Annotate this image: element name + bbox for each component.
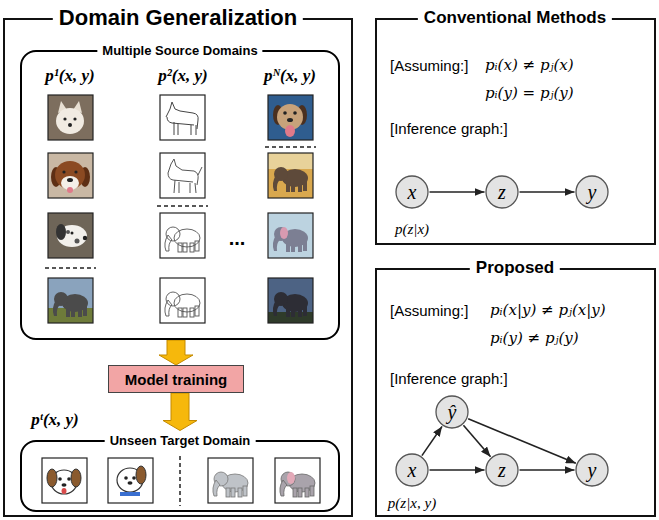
figure-panel: Domain Generalizationpᵗ(x, y)Multiple So… bbox=[3, 18, 353, 517]
class-separator bbox=[179, 456, 181, 506]
painting-image bbox=[268, 153, 313, 198]
variable-circle: x bbox=[395, 175, 429, 209]
domain-label: pᵗ(x, y) bbox=[31, 410, 79, 430]
graph-arrow bbox=[520, 469, 575, 471]
formula: p(z|x) bbox=[395, 221, 429, 238]
circle-shape bbox=[486, 176, 518, 208]
process-box: Model training bbox=[108, 365, 244, 393]
domain-label: pᴺ(x, y) bbox=[264, 66, 316, 86]
note-label: [Assuming:] bbox=[390, 57, 468, 74]
circle-shape bbox=[576, 176, 608, 208]
formula: pᵢ(x) ≠ pⱼ(x) bbox=[485, 56, 574, 74]
class-separator bbox=[265, 146, 316, 148]
formula: pᵢ(x|y) ≠ pⱼ(x|y) bbox=[490, 301, 606, 319]
sketch-image bbox=[160, 213, 205, 258]
target-domain-box: Unseen Target Domain bbox=[20, 440, 340, 512]
variable-circle: z bbox=[485, 175, 519, 209]
class-separator bbox=[45, 267, 96, 269]
circle-shape bbox=[486, 454, 518, 486]
variable-label: x bbox=[408, 459, 417, 482]
circle-shape bbox=[436, 396, 468, 428]
circle-shape bbox=[576, 454, 608, 486]
photo-image bbox=[48, 278, 93, 323]
painting-image bbox=[268, 95, 313, 140]
method-panel: Proposed[Assuming:]pᵢ(x|y) ≠ pⱼ(x|y)pᵢ(y… bbox=[375, 268, 656, 517]
cartoon-image bbox=[275, 458, 320, 503]
source-domains-box: Multiple Source Domainsp¹(x, y)p²(x, y)p… bbox=[20, 50, 340, 340]
cartoon-image bbox=[42, 458, 87, 503]
formula: pᵢ(y) ≠ pⱼ(y) bbox=[490, 329, 579, 347]
group-heading: Unseen Target Domain bbox=[105, 433, 256, 448]
note-label: [Inference graph:] bbox=[390, 120, 508, 137]
cartoon-image bbox=[108, 458, 153, 503]
flow-arrow bbox=[163, 393, 197, 431]
photo-image bbox=[48, 153, 93, 198]
ellipsis: ... bbox=[229, 227, 246, 250]
variable-label: ŷ bbox=[448, 401, 457, 424]
domain-label: p²(x, y) bbox=[158, 66, 207, 86]
graph-arrow bbox=[430, 469, 485, 471]
graph-arrow bbox=[422, 426, 442, 455]
note-label: [Assuming:] bbox=[390, 302, 468, 319]
panel-title: Proposed bbox=[470, 258, 560, 278]
graph-arrow bbox=[430, 191, 485, 193]
group-heading: Multiple Source Domains bbox=[97, 43, 262, 58]
cartoon-image bbox=[208, 458, 253, 503]
variable-circle: z bbox=[485, 453, 519, 487]
variable-label: z bbox=[498, 459, 506, 482]
painting-image bbox=[268, 278, 313, 323]
domain-label: p¹(x, y) bbox=[45, 66, 94, 86]
variable-label: x bbox=[408, 181, 417, 204]
step-label: Model training bbox=[125, 371, 228, 388]
flow-arrow bbox=[159, 340, 193, 365]
formula: pᵢ(y) = pⱼ(y) bbox=[485, 84, 574, 102]
sketch-image bbox=[160, 278, 205, 323]
panel-title: Domain Generalization bbox=[53, 5, 303, 31]
photo-image bbox=[48, 213, 93, 258]
formula: p(z|x, y) bbox=[388, 495, 436, 512]
graph-arrow bbox=[463, 425, 490, 456]
variable-circle: y bbox=[575, 453, 609, 487]
graph-arrow bbox=[468, 419, 576, 464]
variable-label: z bbox=[498, 181, 506, 204]
graph-arrow bbox=[520, 191, 575, 193]
method-panel: Conventional Methods[Assuming:]pᵢ(x) ≠ p… bbox=[375, 18, 656, 245]
note-label: [Inference graph:] bbox=[390, 370, 508, 387]
sketch-image bbox=[160, 95, 205, 140]
panel-title: Conventional Methods bbox=[418, 8, 612, 28]
variable-label: y bbox=[588, 181, 597, 204]
sketch-image bbox=[160, 153, 205, 198]
variable-circle: x bbox=[395, 453, 429, 487]
variable-circle: y bbox=[575, 175, 609, 209]
variable-label: y bbox=[588, 459, 597, 482]
variable-circle: ŷ bbox=[435, 395, 469, 429]
class-separator bbox=[157, 205, 208, 207]
painting-image bbox=[268, 213, 313, 258]
photo-image bbox=[48, 95, 93, 140]
circle-shape bbox=[396, 176, 428, 208]
circle-shape bbox=[396, 454, 428, 486]
